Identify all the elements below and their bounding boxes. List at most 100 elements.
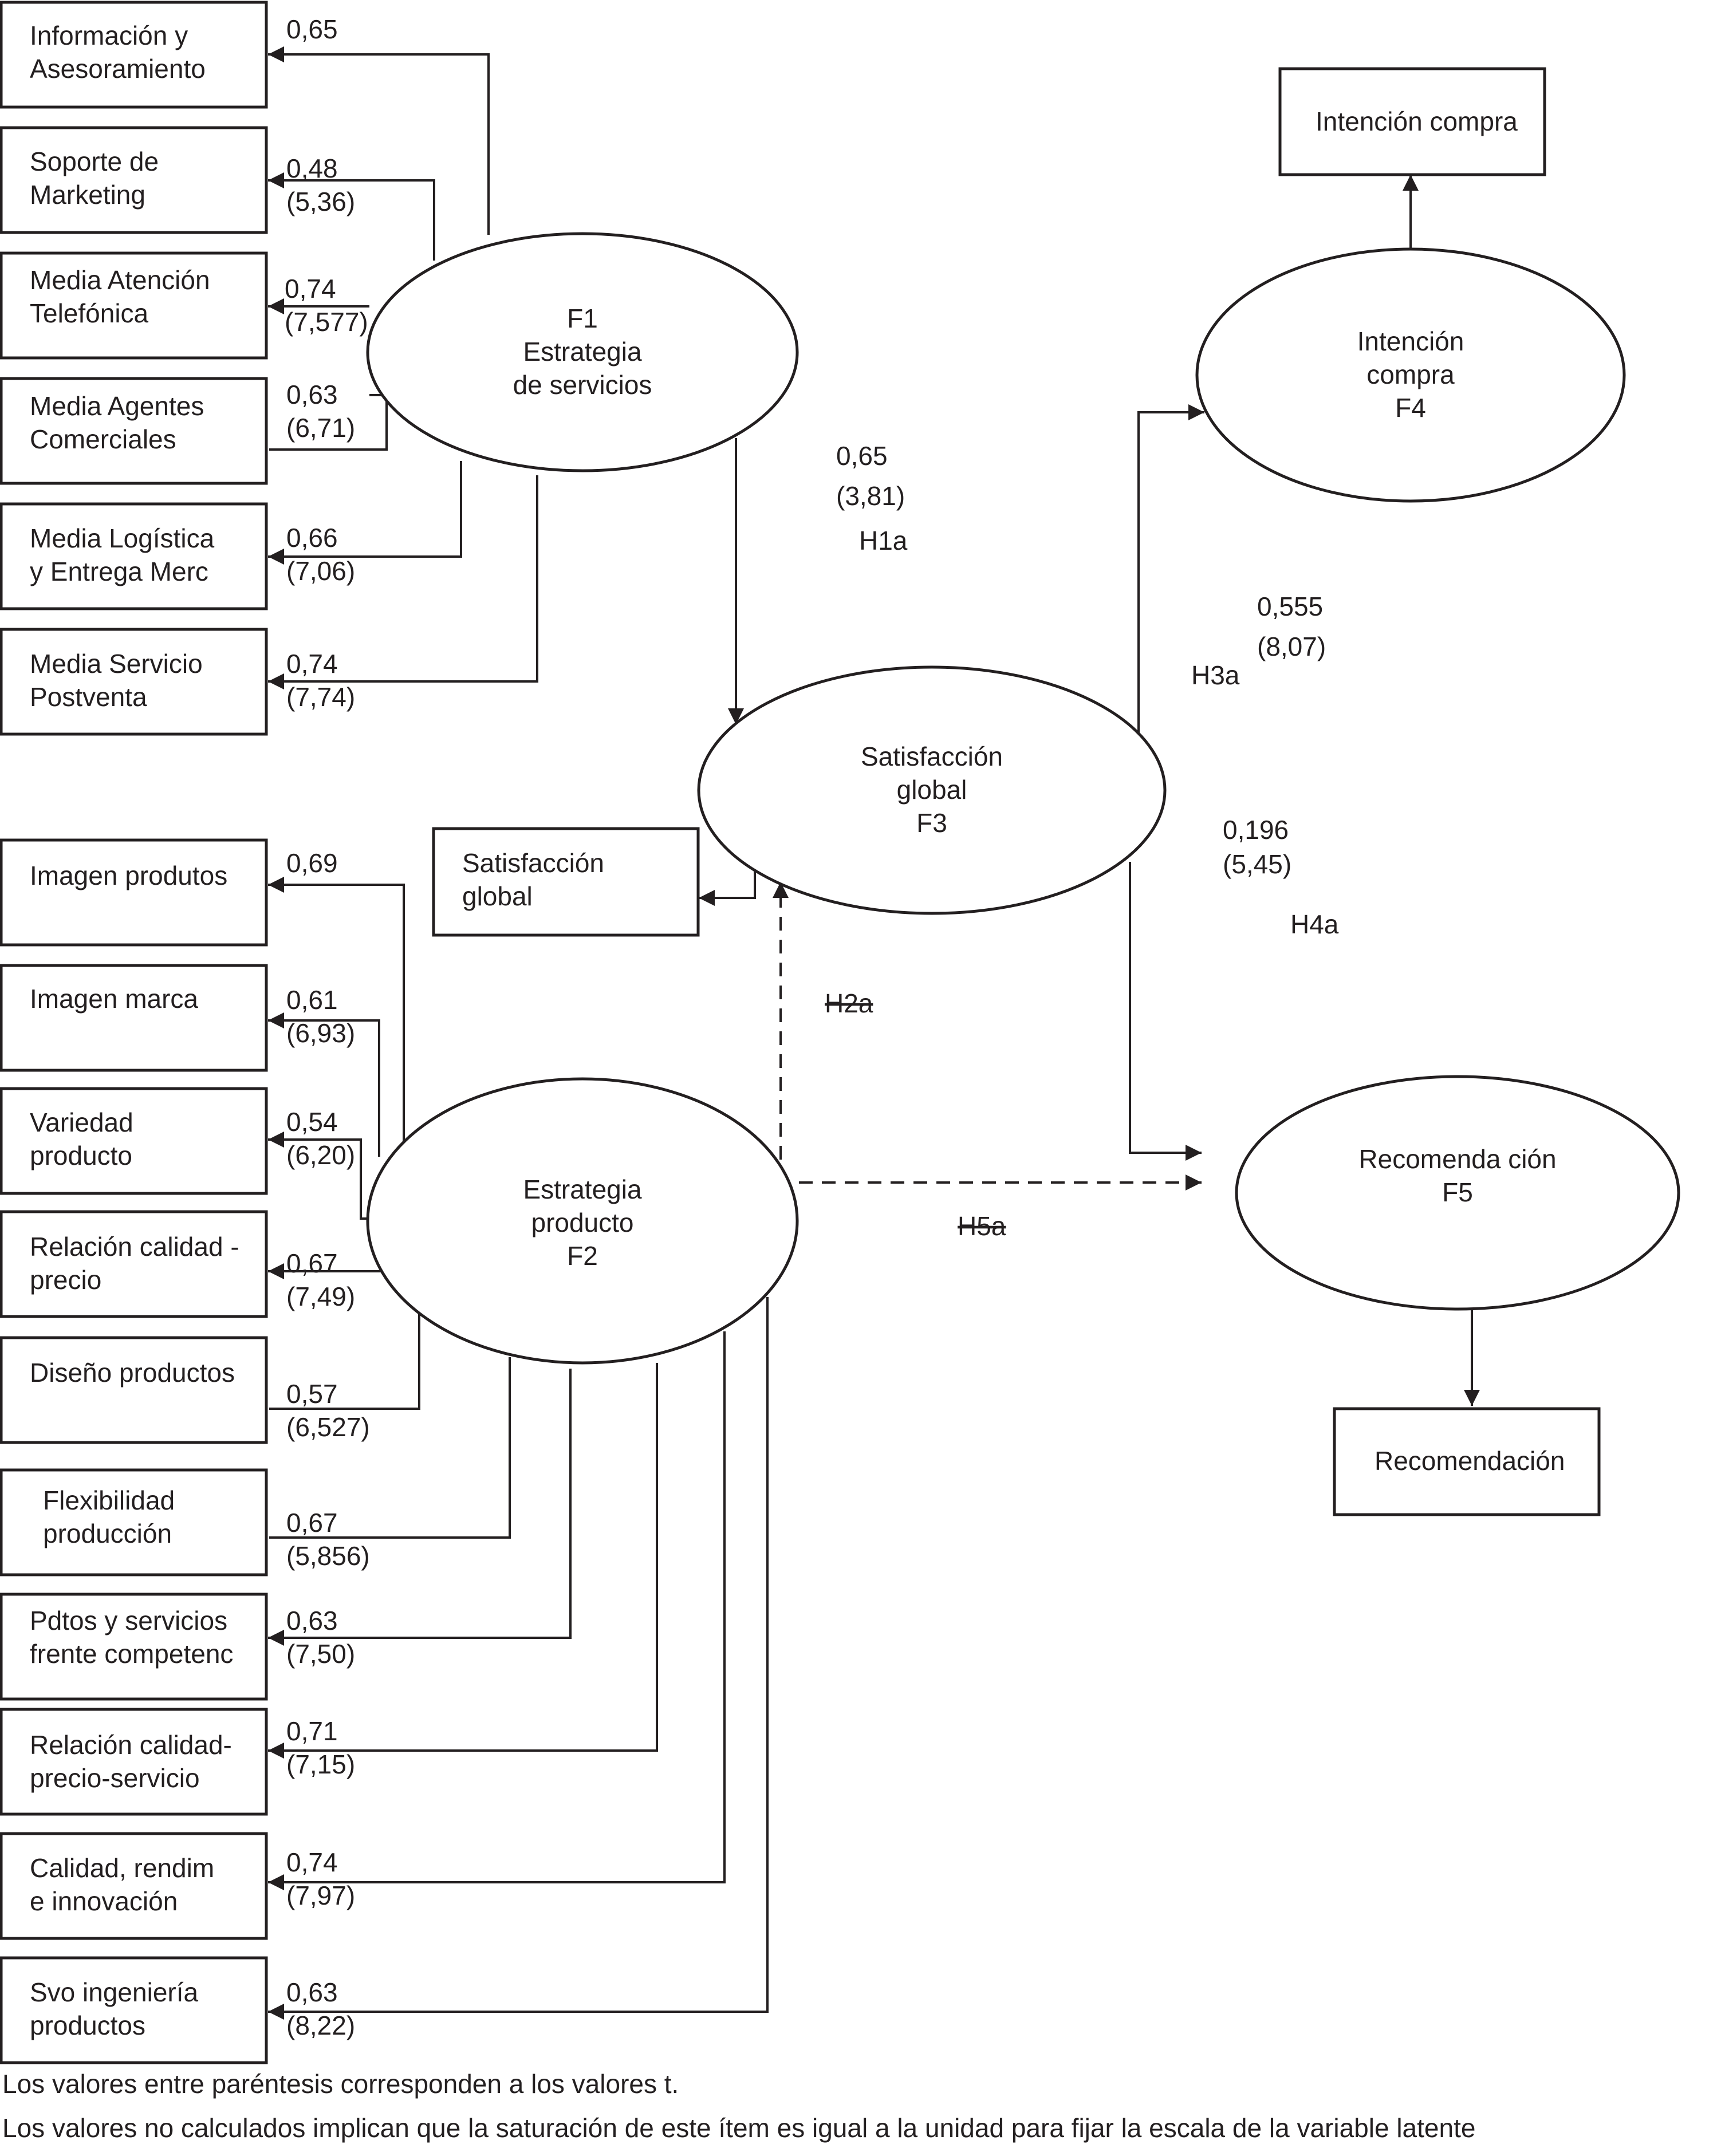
item-label: Postventa bbox=[30, 682, 147, 712]
loading-value: 0,67 bbox=[286, 1248, 338, 1278]
factor-f4: Intención compra F4 bbox=[1195, 247, 1626, 503]
path-h4a bbox=[1129, 862, 1202, 1161]
item-label: e innovación bbox=[30, 1886, 178, 1916]
t-value: (7,49) bbox=[286, 1282, 355, 1311]
loading-value: 0,66 bbox=[286, 523, 338, 553]
factor-ellipse bbox=[366, 1077, 799, 1365]
indicator-box bbox=[0, 628, 268, 736]
loading-value: 0,69 bbox=[286, 848, 338, 878]
indicator-box bbox=[0, 1, 268, 109]
connector-imagen-marca bbox=[268, 1012, 380, 1157]
loading-value: 0,71 bbox=[286, 1716, 338, 1746]
factor-label: Estrategia bbox=[523, 337, 642, 366]
factor-f5: Recomenda ción F5 bbox=[1235, 1075, 1680, 1311]
path-f3-indicator bbox=[699, 868, 756, 906]
indicator-box bbox=[0, 964, 268, 1072]
factor-label: F3 bbox=[916, 808, 947, 838]
factor-label: global bbox=[897, 775, 967, 805]
connector-informacion bbox=[268, 46, 490, 235]
indicator-box bbox=[0, 1468, 268, 1576]
path-t-value: (3,81) bbox=[836, 481, 905, 511]
factor-label: Satisfacción bbox=[861, 742, 1003, 771]
item-label: Soporte de bbox=[30, 147, 159, 176]
footnotes: Los valores entre paréntesis corresponde… bbox=[2, 2069, 1475, 2143]
indicator-box bbox=[0, 838, 268, 947]
loading-value: 0,61 bbox=[286, 985, 338, 1015]
product-items: Imagen produtos Imagen marca Variedad pr… bbox=[0, 838, 268, 2064]
connector-logistica bbox=[268, 461, 462, 565]
item-label: Imagen produtos bbox=[30, 861, 227, 890]
factor-label: de servicios bbox=[513, 370, 652, 400]
indicator-intencion: Intención compra bbox=[1278, 67, 1546, 176]
factor-label: producto bbox=[531, 1208, 633, 1237]
item-label: Información y bbox=[30, 21, 188, 50]
hypothesis-label: H1a bbox=[859, 526, 908, 555]
connector-agentes-comerciales bbox=[269, 394, 388, 451]
hypothesis-label: H4a bbox=[1290, 909, 1339, 939]
loading-value: 0,63 bbox=[286, 380, 338, 409]
item-label: Relación calidad - bbox=[30, 1232, 239, 1262]
t-value: (7,97) bbox=[286, 1881, 355, 1910]
connector-imagen-productos bbox=[268, 877, 405, 1142]
indicator-box bbox=[0, 1956, 268, 2064]
item-label: Media Agentes bbox=[30, 391, 204, 421]
item-label: Media Logística bbox=[30, 523, 215, 553]
factor-label: F2 bbox=[567, 1241, 598, 1271]
indicator-box bbox=[0, 377, 268, 485]
hypothesis-label-rejected: H2a bbox=[825, 988, 873, 1018]
item-label: Diseño productos bbox=[30, 1358, 235, 1388]
factor-label: Estrategia bbox=[523, 1174, 642, 1204]
indicator-label: Satisfacción bbox=[462, 848, 604, 878]
item-label: Variedad bbox=[30, 1107, 133, 1137]
connector-ingenieria bbox=[268, 1297, 769, 2020]
connector-calidad-servicio bbox=[268, 1363, 658, 1759]
item-label: Flexibilidad bbox=[43, 1485, 175, 1515]
item-label: Svo ingeniería bbox=[30, 1977, 198, 2007]
f1-loading-connectors bbox=[268, 46, 538, 689]
item-label: Telefónica bbox=[30, 298, 149, 328]
indicator-box bbox=[432, 827, 700, 937]
t-value: (7,74) bbox=[286, 682, 355, 712]
path-labels: 0,65 (3,81) H1a 0,555 (8,07) H3a 0,196 (… bbox=[825, 441, 1339, 1241]
loading-value: 0,54 bbox=[286, 1107, 338, 1137]
t-value: (6,71) bbox=[286, 413, 355, 443]
path-coefficient: 0,196 bbox=[1223, 815, 1289, 845]
t-value: (6,527) bbox=[286, 1412, 370, 1442]
item-label: producto bbox=[30, 1141, 132, 1170]
product-loadings: 0,69 0,61 (6,93) 0,54 (6,20) 0,67 (7,49)… bbox=[286, 848, 370, 2040]
loading-value: 0,57 bbox=[286, 1379, 338, 1409]
path-t-value: (8,07) bbox=[1257, 632, 1326, 661]
factor-f2: Estrategia producto F2 bbox=[366, 1077, 799, 1365]
factor-ellipse bbox=[1195, 247, 1626, 503]
structural-paths bbox=[699, 175, 1480, 1406]
item-label: Marketing bbox=[30, 180, 145, 210]
loading-value: 0,74 bbox=[286, 1847, 338, 1877]
indicator-box bbox=[0, 1708, 268, 1816]
connector-rendimiento bbox=[268, 1331, 726, 1890]
t-value: (7,577) bbox=[285, 307, 368, 337]
item-label: Imagen marca bbox=[30, 984, 198, 1014]
loading-value: 0,48 bbox=[286, 153, 338, 183]
indicator-box bbox=[0, 1593, 268, 1701]
footnote: Los valores entre paréntesis corresponde… bbox=[2, 2069, 679, 2099]
f2-loading-connectors bbox=[268, 877, 769, 2020]
item-label: y Entrega Merc bbox=[30, 557, 208, 586]
item-label: Media Atención bbox=[30, 265, 210, 295]
indicator-box bbox=[0, 251, 268, 360]
connector-soporte-marketing bbox=[268, 172, 435, 261]
indicator-box bbox=[0, 502, 268, 610]
item-label: Media Servicio bbox=[30, 649, 203, 679]
item-label: Asesoramiento bbox=[30, 54, 206, 84]
t-value: (5,856) bbox=[286, 1541, 370, 1571]
loading-value: 0,63 bbox=[286, 1977, 338, 2007]
loading-value: 0,74 bbox=[286, 649, 338, 679]
factor-ellipse bbox=[366, 232, 799, 472]
connector-diseno bbox=[269, 1314, 420, 1410]
path-coefficient: 0,65 bbox=[836, 441, 888, 471]
connector-variedad bbox=[268, 1132, 369, 1220]
item-label: Relación calidad- bbox=[30, 1730, 232, 1760]
service-loadings: 0,65 0,48 (5,36) 0,74 (7,577) 0,63 (6,71… bbox=[285, 14, 368, 712]
hypothesis-label: H3a bbox=[1191, 660, 1240, 690]
factor-label: F4 bbox=[1395, 393, 1426, 423]
